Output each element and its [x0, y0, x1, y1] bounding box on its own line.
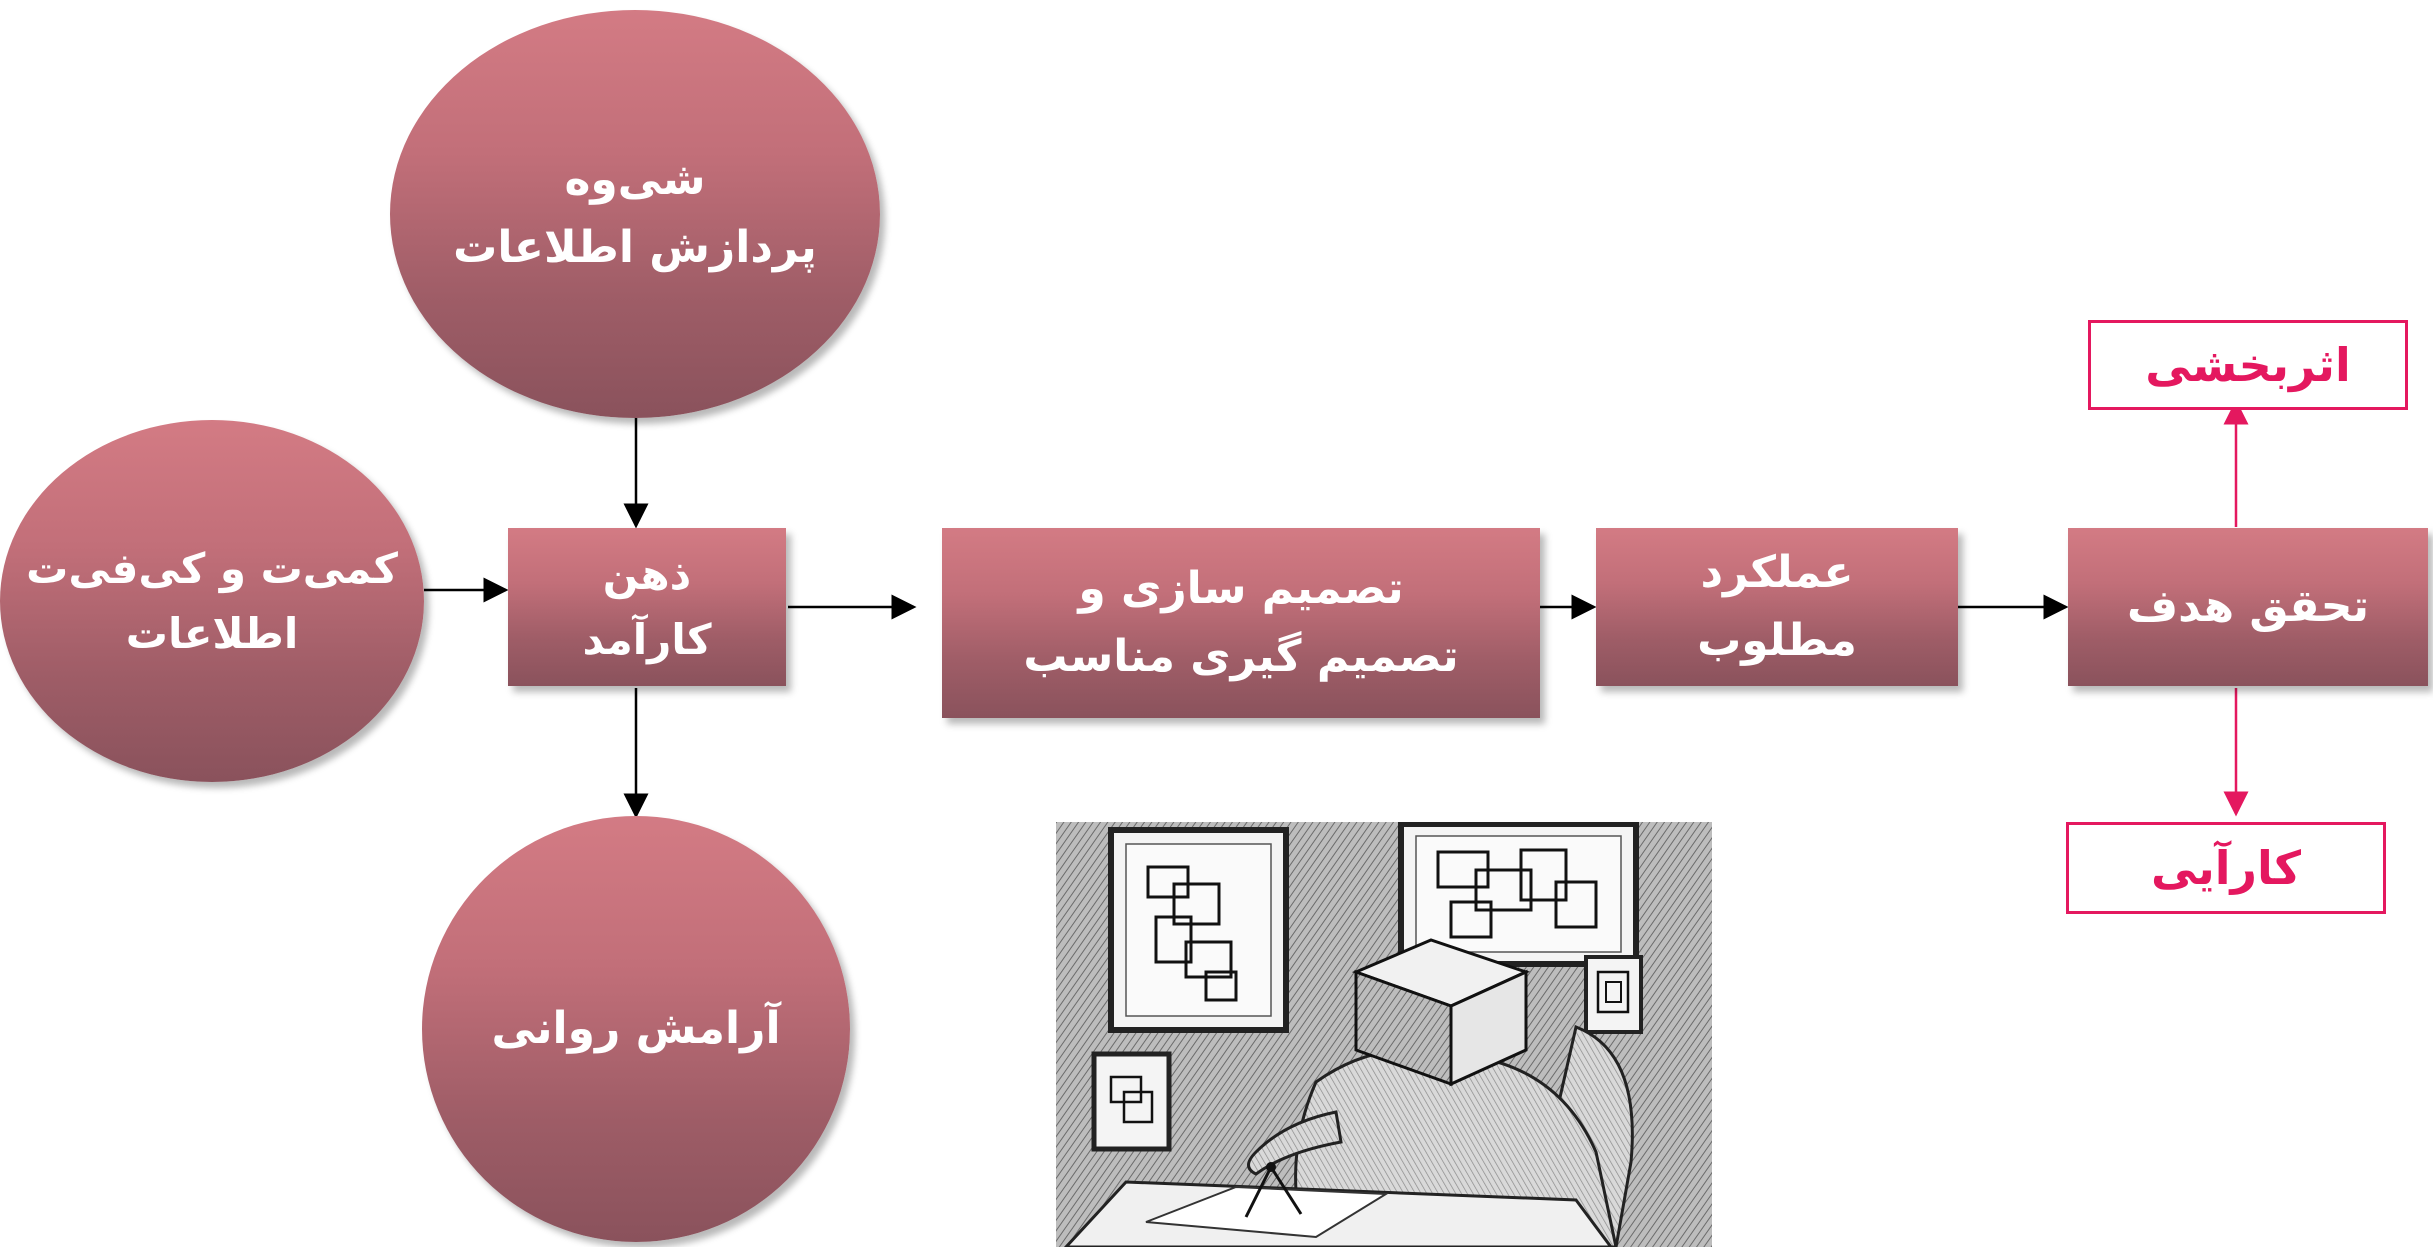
wall-frame-left [1108, 827, 1289, 1033]
node-goal-achievement: تحقق هدف [2068, 528, 2428, 686]
node-efficiency-label: کارآیی [2150, 841, 2302, 895]
node-desired-performance: عملکرد مطلوب [1596, 528, 1958, 686]
compass-tool [1244, 1162, 1303, 1218]
node-info-quantity-quality: کمی‌ت و کی‌فی‌ت اطلاعات [0, 420, 424, 782]
cube-head [1351, 938, 1531, 1087]
node-peace-of-mind: آرامش روانی [422, 816, 850, 1242]
node-processing-style: شی‌وه پردازش اطلاعات [390, 10, 880, 418]
node-desired-performance-label: عملکرد مطلوب [1697, 546, 1857, 666]
node-efficient-mind: ذهن کارآمد [508, 528, 786, 686]
wall-frame-small-right [1584, 955, 1643, 1034]
wall-frame-small-left [1091, 1051, 1172, 1152]
node-decision-making-label: تصمیم سازی و تصمیم گیری مناسب [1023, 562, 1459, 682]
node-efficiency: کارآیی [2066, 822, 2386, 914]
node-effectiveness-label: اثربخشی [2145, 338, 2351, 392]
node-peace-of-mind-label: آرامش روانی [491, 1002, 781, 1054]
node-effectiveness: اثربخشی [2088, 320, 2408, 410]
node-efficient-mind-label: ذهن کارآمد [582, 549, 712, 664]
node-decision-making: تصمیم سازی و تصمیم گیری مناسب [942, 528, 1540, 718]
node-info-quantity-quality-label: کمی‌ت و کی‌فی‌ت اطلاعات [26, 543, 398, 658]
cube-head-sketch-illustration [1056, 822, 1712, 1247]
node-processing-style-label: شی‌وه پردازش اطلاعات [453, 153, 817, 273]
wall-frame-right [1398, 822, 1639, 967]
node-goal-achievement-label: تحقق هدف [2127, 580, 2369, 632]
